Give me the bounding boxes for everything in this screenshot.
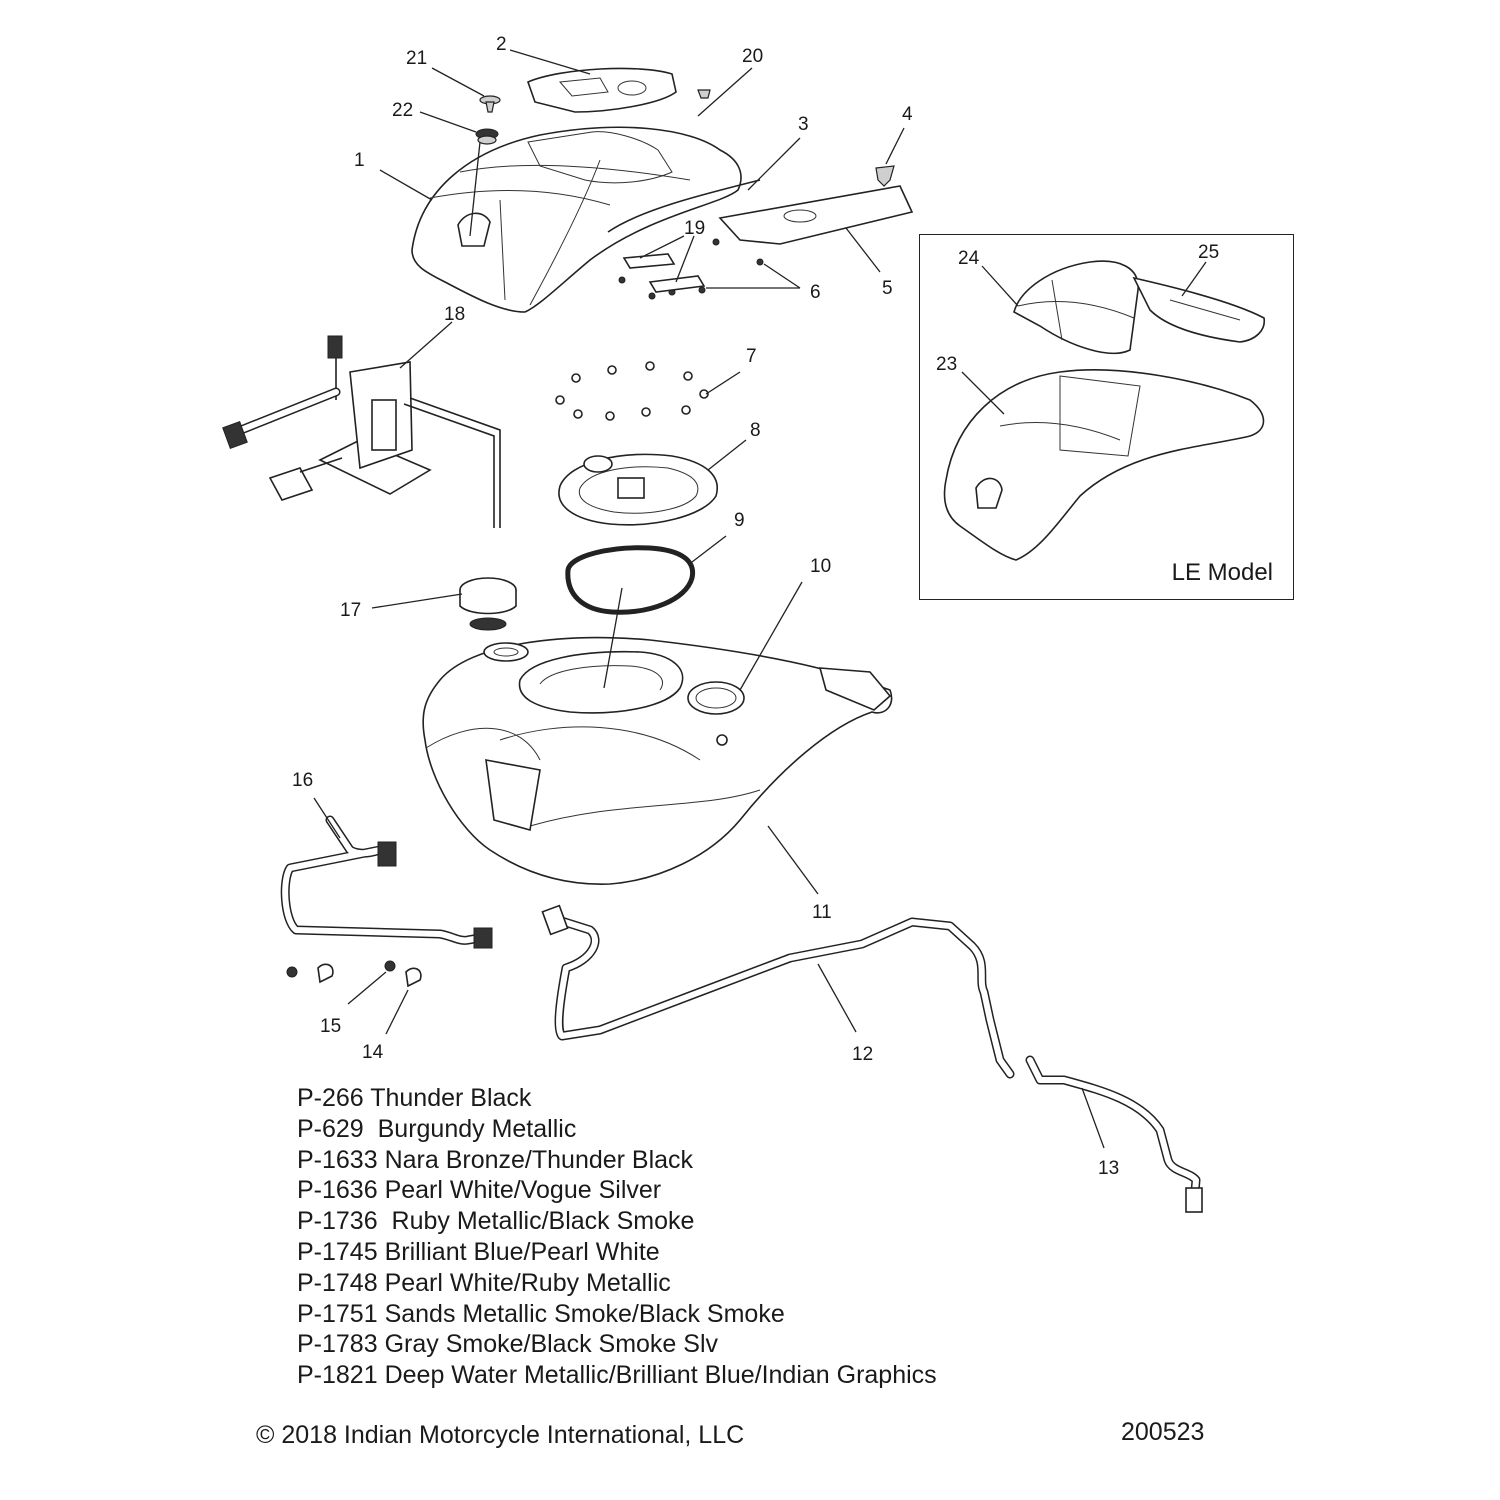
part-23-le-console-cover[interactable] <box>943 369 1265 561</box>
part-15-screws[interactable] <box>286 960 396 978</box>
callout-11: 11 <box>812 902 832 923</box>
paint-code-item: P-1633 Nara Bronze/Thunder Black <box>297 1145 937 1176</box>
part-19-retainer-plates[interactable] <box>622 253 706 293</box>
part-14-clamps[interactable] <box>317 963 422 988</box>
paint-name: Burgundy Metallic <box>370 1114 577 1143</box>
paint-code-list: P-266 Thunder Black P-629 Burgundy Metal… <box>297 1083 937 1391</box>
callout-3: 3 <box>798 114 809 135</box>
part-2-console-insert[interactable] <box>526 67 677 113</box>
paint-code: P-1745 <box>297 1237 378 1266</box>
callout-7: 7 <box>746 346 757 367</box>
paint-code: P-266 <box>297 1084 364 1112</box>
part-17-fuel-cap[interactable] <box>459 577 517 631</box>
part-8-pump-flange-plate[interactable] <box>558 453 718 526</box>
paint-code-item: P-629 Burgundy Metallic <box>297 1114 937 1145</box>
paint-code: P-1633 <box>297 1145 378 1174</box>
paint-code-item: P-1636 Pearl White/Vogue Silver <box>297 1175 937 1206</box>
callout-25: 25 <box>1198 242 1219 263</box>
callout-6: 6 <box>810 282 821 303</box>
paint-code-item: P-1748 Pearl White/Ruby Metallic <box>297 1268 937 1299</box>
le-model-inset: LE Model <box>919 234 1294 600</box>
callout-17: 17 <box>340 600 361 621</box>
callout-12: 12 <box>852 1044 873 1065</box>
paint-code: P-1636 <box>297 1176 378 1205</box>
part-5-mounting-bracket[interactable] <box>718 185 914 245</box>
paint-code-item: P-1736 Ruby Metallic/Black Smoke <box>297 1206 937 1237</box>
paint-name: Pearl White/Ruby Metallic <box>384 1268 671 1297</box>
callout-14: 14 <box>362 1042 384 1063</box>
part-22-grommet[interactable] <box>475 128 499 145</box>
paint-name: Ruby Metallic/Black Smoke <box>384 1207 695 1236</box>
callout-16: 16 <box>292 770 313 791</box>
part-4-push-clip[interactable] <box>875 165 895 187</box>
callout-21: 21 <box>406 48 427 69</box>
part-11-fuel-tank[interactable] <box>422 636 893 885</box>
part-18-fuel-pump-assembly[interactable] <box>222 335 501 528</box>
part-20-screw[interactable] <box>697 89 711 99</box>
callout-18: 18 <box>444 304 465 325</box>
paint-code: P-1751 <box>297 1299 378 1328</box>
paint-code: P-1821 <box>297 1361 378 1390</box>
paint-name: Thunder Black <box>370 1084 532 1112</box>
part-16-vent-line[interactable] <box>280 815 493 949</box>
part-24-le-insert[interactable] <box>1013 260 1139 354</box>
callout-8: 8 <box>750 420 761 441</box>
part-3-seal-strip[interactable] <box>607 179 761 233</box>
part-21-fastener[interactable] <box>479 95 501 113</box>
paint-code-item: P-1751 Sands Metallic Smoke/Black Smoke <box>297 1299 937 1330</box>
callout-20: 20 <box>742 46 763 67</box>
paint-name: Pearl White/Vogue Silver <box>384 1176 662 1205</box>
callout-labels: 1 2 3 4 5 6 7 8 9 10 11 12 13 14 15 16 1… <box>292 34 1219 1179</box>
paint-code: P-1736 <box>297 1207 378 1236</box>
callout-4: 4 <box>902 104 913 125</box>
paint-code: P-1783 <box>297 1330 378 1359</box>
callout-10: 10 <box>810 556 831 577</box>
callout-1: 1 <box>354 150 365 171</box>
callout-2: 2 <box>496 34 507 55</box>
paint-code-item: P-1821 Deep Water Metallic/Brilliant Blu… <box>297 1360 937 1391</box>
paint-code-item: P-1745 Brilliant Blue/Pearl White <box>297 1237 937 1268</box>
paint-name: Gray Smoke/Black Smoke Slv <box>384 1330 719 1359</box>
callout-9: 9 <box>734 510 745 531</box>
paint-code: P-1748 <box>297 1268 378 1297</box>
part-9-gasket[interactable] <box>565 545 696 615</box>
part-1-console-cover[interactable] <box>411 126 742 313</box>
paint-name: Nara Bronze/Thunder Black <box>384 1145 694 1174</box>
callout-5: 5 <box>882 278 893 299</box>
callout-15: 15 <box>320 1016 341 1037</box>
paint-name: Brilliant Blue/Pearl White <box>384 1237 660 1266</box>
paint-name: Deep Water Metallic/Brilliant Blue/India… <box>384 1361 937 1390</box>
leader-lines <box>313 49 1207 1149</box>
callout-24: 24 <box>958 248 980 269</box>
part-12-fuel-line[interactable] <box>541 904 1015 1079</box>
paint-code-item: P-266 Thunder Black <box>297 1083 937 1114</box>
paint-code-item: P-1783 Gray Smoke/Black Smoke Slv <box>297 1329 937 1360</box>
copyright-notice: © 2018 Indian Motorcycle International, … <box>256 1421 745 1449</box>
paint-name: Sands Metallic Smoke/Black Smoke <box>384 1299 785 1328</box>
part-6-screws[interactable] <box>618 238 764 300</box>
callout-22: 22 <box>392 100 413 121</box>
part-7-nuts[interactable] <box>555 361 709 421</box>
callout-13: 13 <box>1098 1158 1119 1179</box>
callout-19: 19 <box>684 218 705 239</box>
part-13-return-line[interactable] <box>1025 1055 1203 1213</box>
drawing-number: 200523 <box>1121 1418 1205 1446</box>
inset-label: LE Model <box>1171 559 1273 586</box>
paint-code: P-629 <box>297 1114 364 1143</box>
callout-23: 23 <box>936 354 957 375</box>
